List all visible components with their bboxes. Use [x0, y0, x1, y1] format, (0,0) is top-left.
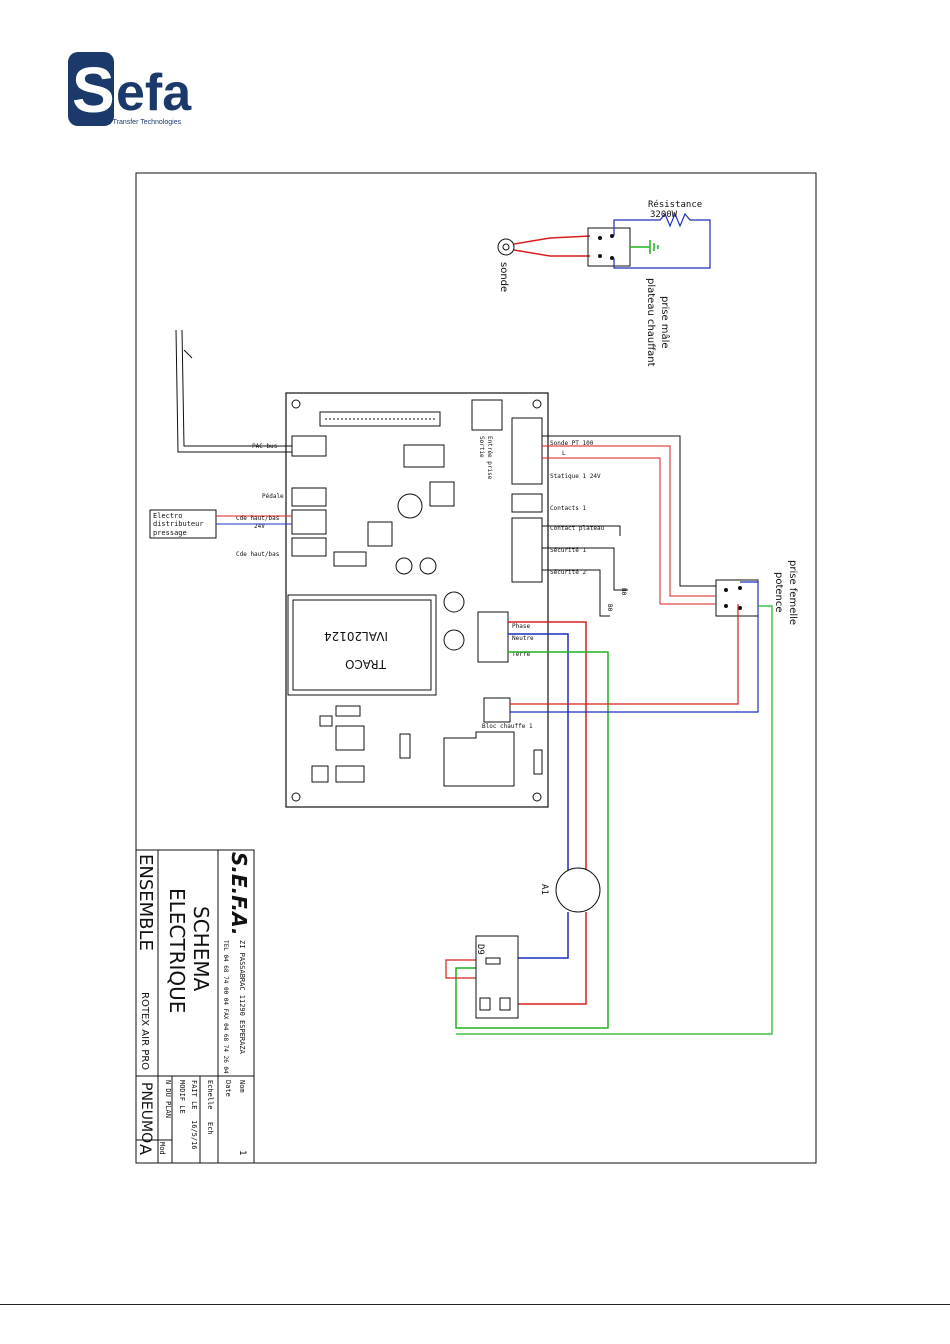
controller-board: Entrée prise Sortie PAC bus Pédale Cde h… [236, 392, 605, 808]
transformer-brand: TRACO [345, 657, 387, 671]
company-address: ZI PASSABRAC 11290 ESPERAZA [238, 940, 246, 1055]
male-plug-label: prise mâle [659, 296, 671, 349]
date-label: Date [224, 1080, 232, 1097]
securite-2-label: Sécurité 2 [550, 569, 587, 576]
female-plug-label-2: potence [773, 572, 784, 613]
drawing-title-2: ELECTRIQUE [165, 888, 189, 1013]
valve-label-1: Electro [153, 512, 183, 520]
plan-value: PNEUMO [138, 1082, 154, 1143]
logo-tagline: Heat Transfer Technologies [96, 119, 182, 126]
cde-label-1: Cde haut/bas [236, 515, 280, 522]
plan-label: N DU PLAN [164, 1080, 172, 1118]
solenoid-valve: Electro distributeur pressage [149, 509, 292, 539]
l-label: L [562, 450, 566, 457]
sonde-label: sonde [498, 262, 509, 292]
contact-plateau-label: Contact plateau [550, 525, 605, 532]
ribbon-header [319, 411, 441, 427]
logo-wordmark: S [72, 54, 115, 126]
valve-label-2: distributeur [153, 520, 204, 528]
statique-label: Statique 1 24V [550, 473, 601, 480]
echelle-label: Echelle [206, 1080, 214, 1110]
mod-value: A [136, 1144, 155, 1155]
valve-label-3: pressage [153, 529, 187, 537]
entree-label: Entrée prise [486, 436, 493, 480]
phase-label: Phase [512, 623, 530, 630]
sheet-value: 1 [237, 1150, 247, 1155]
drawing-title-1: SCHEMA [189, 906, 213, 992]
male-plug-label-2: plateau chauffant [645, 278, 656, 367]
switch-label-1: B0 [620, 588, 627, 596]
switch-label-2: B0 [606, 604, 613, 612]
contacts-label: Contacts 1 [550, 505, 587, 512]
neutre-label: Neutre [512, 635, 534, 642]
transformer-model: IVAL20124 [324, 629, 388, 643]
logo-wordmark-rest: efa [116, 64, 192, 122]
fait-value: 16/5/16 [190, 1120, 198, 1150]
resistance-label: Résistance [648, 199, 702, 210]
fait-label: FAIT LE [190, 1080, 198, 1110]
resistance-icon [613, 212, 711, 269]
breaker-icon [555, 867, 601, 913]
company-name: S.E.F.A. [227, 852, 251, 936]
outlet-icon [475, 935, 519, 1019]
transformer [287, 594, 437, 696]
pedale-label: Pédale [262, 493, 284, 500]
resistance-value: 3200W [650, 210, 678, 220]
title-block: S.E.F.A. ZI PASSABRAC 11290 ESPERAZA TEL… [135, 849, 255, 1164]
pedal-switch [175, 329, 292, 453]
power-wiring: A1 D9 [445, 581, 773, 1035]
sonde-icon [497, 238, 515, 256]
securite-1-label: Sécurité 1 [550, 547, 587, 554]
ech-label: Ech [206, 1122, 214, 1135]
cde-label-2: Cde haut/bas [236, 551, 280, 558]
model-label: ROTEX AIR PRO [139, 992, 150, 1070]
drawing-frame [135, 172, 817, 1164]
terre-label: Terre [512, 651, 530, 658]
sonde-pt100-label: Sonde PT 100 [550, 440, 594, 447]
outlet-label: D9 [475, 944, 485, 955]
footer-divider [0, 1304, 950, 1305]
nom-label: Nom [238, 1080, 246, 1093]
company-phone: TEL 04 68 74 00 04 FAX 04 68 74 26 04 [222, 940, 229, 1074]
bloc-chauffe-label: Bloc chauffe 1 [482, 723, 533, 730]
modif-label: MODIF LE [178, 1080, 186, 1114]
sefa-logo: S efa Heat Transfer Technologies [68, 52, 192, 126]
heating-plate: sonde Résistance 3200W prise mâle platea… [497, 199, 711, 367]
male-plug-icon [587, 227, 631, 267]
logo-badge [68, 52, 114, 126]
mod-label: Mod [158, 1142, 166, 1155]
voltage-label: 24V [254, 523, 265, 530]
subject-label: ENSEMBLE [135, 854, 156, 951]
female-plug-label: prise femelle [787, 560, 798, 625]
sortie-label: Sortie [478, 436, 485, 458]
breaker-label: A1 [539, 884, 549, 895]
